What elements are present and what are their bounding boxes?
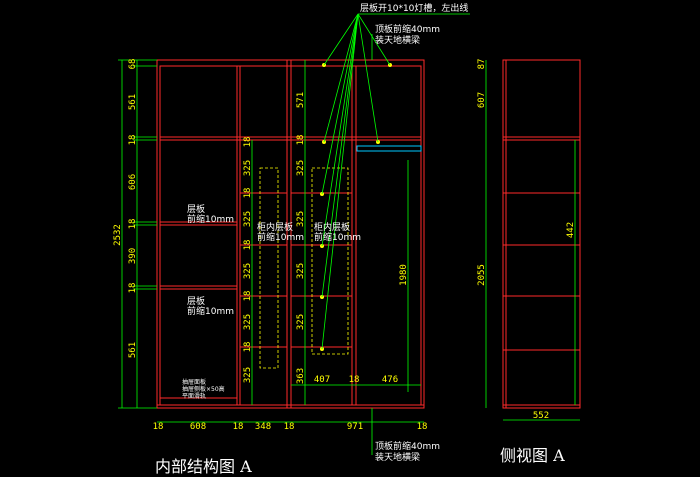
- side-seg-1: 607: [477, 92, 487, 108]
- bottom-dim-text: 18 608 18 348 18 971 18: [153, 422, 428, 432]
- cl-dim-0: 18: [243, 137, 253, 148]
- iw-dim-2: 476: [382, 375, 398, 385]
- dim-left-seg-4: 18: [128, 219, 138, 230]
- side-outline: [502, 59, 581, 409]
- caption-front: 内部结构图 A: [155, 457, 252, 476]
- inner-shelf-dashed: [259, 167, 349, 369]
- bd-1: 608: [190, 422, 206, 432]
- cm-dim-2: 325: [296, 160, 306, 176]
- cm-dim-6: 363: [296, 368, 306, 384]
- bd-3: 348: [255, 422, 271, 432]
- leader-8: [321, 13, 359, 350]
- note-drawer-l1: 抽屉面板: [182, 378, 206, 386]
- note-shelf-1-l1: 层板: [187, 203, 205, 215]
- note-shelf-2-l2: 前缩10mm: [187, 305, 234, 317]
- leader-7: [321, 13, 359, 298]
- dim-left-total: 2532: [113, 224, 123, 246]
- side-inner: 442: [566, 222, 576, 238]
- bd-2: 18: [233, 422, 244, 432]
- bd-4: 18: [284, 422, 295, 432]
- center-mid-dim-text: 571 18 325 325 325 325 363: [296, 92, 306, 384]
- cm-dim-3: 325: [296, 211, 306, 227]
- note-top-shelf-inset: 顶板前缩40mm: [375, 23, 440, 35]
- side-total: 2055: [477, 264, 487, 286]
- cm-dim-1: 18: [296, 135, 306, 146]
- cm-dim-0: 571: [296, 92, 306, 108]
- note-top-light-slot: 层板开10*10灯槽，左出线: [360, 2, 468, 14]
- hanging-rod: [356, 145, 422, 152]
- note-drawer-l2: 抽屉侧板×50高: [182, 385, 225, 393]
- inner-width-dim-text: 407 18 476: [314, 375, 398, 385]
- caption-side: 侧视图 A: [500, 446, 565, 465]
- cl-dim-5: 325: [243, 263, 253, 279]
- note-bottom-beam: 装天地横梁: [375, 451, 420, 463]
- inner-shelf-dashed-left: [259, 167, 279, 369]
- cl-dim-2: 18: [243, 188, 253, 199]
- iw-dim-0: 407: [314, 375, 330, 385]
- note-shelf-1-l2: 前缩10mm: [187, 213, 234, 225]
- side-depth: 552: [533, 411, 549, 421]
- dim-right-height: 1980: [399, 264, 409, 286]
- annotations: 层板开10*10灯槽，左出线 顶板前缩40mm 装天地横梁 顶板前缩40mm 装…: [182, 2, 468, 463]
- dim-left-seg-5: 390: [128, 248, 138, 264]
- note-inner-1-l2: 前缩10mm: [257, 231, 304, 243]
- leader-lines: [321, 13, 470, 455]
- leader-5: [321, 13, 359, 195]
- hanging-rod-bar: [356, 145, 422, 152]
- cl-dim-6: 18: [243, 291, 253, 302]
- cl-dim-1: 325: [243, 160, 253, 176]
- note-top-beam: 装天地横梁: [375, 34, 420, 46]
- note-drawer-l3: 平面滑轨: [182, 392, 206, 400]
- note-shelf-2-l1: 层板: [187, 295, 205, 307]
- leader-6: [321, 13, 359, 247]
- dim-left-seg-2: 18: [128, 135, 138, 146]
- bd-6: 18: [417, 422, 428, 432]
- dim-left-seg-1: 561: [128, 94, 138, 110]
- side-dim-text: 2055 87 607 442 552: [477, 59, 576, 421]
- center-left-dim-text: 18 325 18 325 18 325 18 325 18 325: [243, 137, 253, 384]
- leader-3: [323, 13, 359, 143]
- note-bottom-shelf-inset: 顶板前缩40mm: [375, 440, 440, 452]
- leader-2: [357, 13, 391, 66]
- inner-shelf-dashed-right: [311, 167, 349, 355]
- left-dim-text: 2532 68 561 18 606 18 390 18 561: [113, 59, 138, 359]
- leader-1: [323, 13, 359, 66]
- note-inner-2-l2: 前缩10mm: [314, 231, 361, 243]
- leader-4: [357, 13, 379, 143]
- dim-left-seg-7: 561: [128, 342, 138, 358]
- bd-0: 18: [153, 422, 164, 432]
- note-inner-2-l1: 柜内层板: [314, 221, 350, 233]
- dim-left-seg-3: 606: [128, 174, 138, 190]
- cl-dim-7: 325: [243, 314, 253, 330]
- cl-dim-4: 18: [243, 240, 253, 251]
- left-dimensions: [118, 59, 424, 423]
- side-dimensions: [485, 60, 580, 421]
- cm-dim-5: 325: [296, 314, 306, 330]
- cm-dim-4: 325: [296, 263, 306, 279]
- dim-left-seg-0: 68: [128, 59, 138, 70]
- cl-dim-9: 325: [243, 367, 253, 383]
- side-seg-0: 87: [477, 59, 487, 70]
- cl-dim-3: 325: [243, 211, 253, 227]
- dim-left-seg-6: 18: [128, 283, 138, 294]
- note-inner-1-l1: 柜内层板: [257, 221, 293, 233]
- iw-dim-1: 18: [349, 375, 360, 385]
- side-cabinet: [502, 59, 581, 409]
- bd-5: 971: [347, 422, 363, 432]
- cl-dim-8: 18: [243, 342, 253, 353]
